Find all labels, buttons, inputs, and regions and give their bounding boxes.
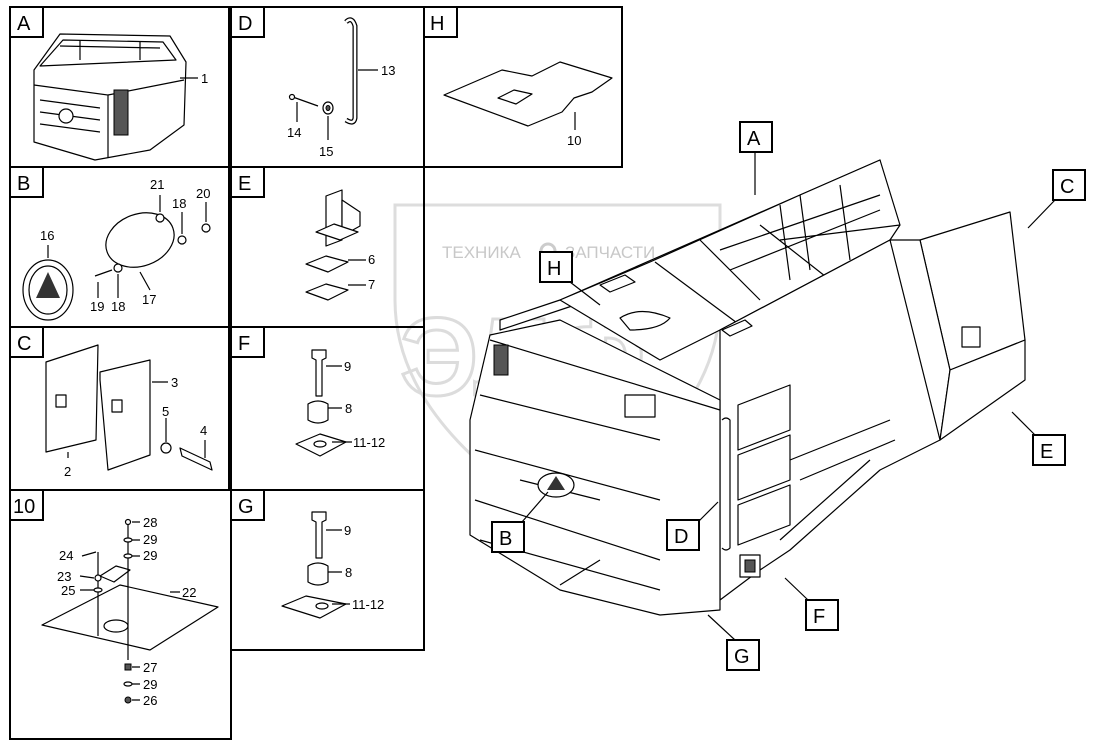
callout-29c: 29 <box>143 677 157 692</box>
panel-h: H 10 <box>423 6 613 148</box>
callout-1: 1 <box>201 71 208 86</box>
panel-10: 10 28 29 24 29 23 25 22 27 29 26 <box>9 489 219 708</box>
main-tag-g: G <box>734 646 750 668</box>
main-tag-a: A <box>747 128 761 150</box>
cab-main-view <box>469 159 1026 616</box>
callout-10: 10 <box>567 133 581 148</box>
callout-21: 21 <box>150 177 164 192</box>
panel-b: B 21 20 18 16 19 18 17 <box>9 166 211 321</box>
callout-22: 22 <box>182 585 196 600</box>
callout-27: 27 <box>143 660 157 675</box>
callout-4: 4 <box>200 423 207 438</box>
panel-a: A 1 <box>9 6 208 161</box>
main-tag-d: D <box>674 526 688 548</box>
main-tag-h: H <box>547 258 561 280</box>
callout-25: 25 <box>61 583 75 598</box>
panel-c: C 3 5 4 2 <box>9 326 213 479</box>
main-tag-b: B <box>499 528 512 550</box>
cover-plate <box>105 212 175 268</box>
panel-f-letter: F <box>238 333 250 355</box>
emblem-part <box>22 259 74 321</box>
callout-18a: 18 <box>172 196 186 211</box>
callout-13: 13 <box>381 63 395 78</box>
callout-8a: 8 <box>345 401 352 416</box>
panel-d: D 13 14 15 <box>230 6 395 159</box>
callout-26: 26 <box>143 693 157 708</box>
panel-h-letter: H <box>430 13 444 35</box>
callout-7: 7 <box>368 277 375 292</box>
cab-thumbnail <box>33 33 187 161</box>
callout-14: 14 <box>287 125 301 140</box>
callout-3: 3 <box>171 375 178 390</box>
panel-e-letter: E <box>238 173 251 195</box>
panel-g-letter: G <box>238 496 254 518</box>
callout-2: 2 <box>64 464 71 479</box>
watermark-right-text: ЗАПЧАСТИ <box>565 243 655 262</box>
panel-g: G 9 8 11-12 <box>230 489 384 619</box>
callout-29b: 29 <box>143 548 157 563</box>
panel-frames <box>9 6 623 740</box>
callout-11-12b: 11-12 <box>352 597 384 612</box>
main-tag-c: C <box>1060 176 1074 198</box>
panel-d-letter: D <box>238 13 252 35</box>
callout-9a: 9 <box>344 359 351 374</box>
callout-23: 23 <box>57 569 71 584</box>
callout-17: 17 <box>142 292 156 307</box>
callout-8b: 8 <box>345 565 352 580</box>
callout-18b: 18 <box>111 299 125 314</box>
panel-f: F 9 8 11-12 <box>230 326 385 457</box>
callout-11-12a: 11-12 <box>353 435 385 450</box>
callout-15: 15 <box>319 144 333 159</box>
callout-9b: 9 <box>344 523 351 538</box>
callout-5: 5 <box>162 404 169 419</box>
callout-19: 19 <box>90 299 104 314</box>
main-tag-f: F <box>813 606 825 628</box>
panel-c-letter: C <box>17 333 31 355</box>
main-tag-e: E <box>1040 441 1053 463</box>
main-view-tags: A C H E B D F G <box>491 121 1086 671</box>
panel-e: E 6 7 <box>230 166 375 301</box>
callout-28: 28 <box>143 515 157 530</box>
callout-29a: 29 <box>143 532 157 547</box>
panel-a-letter: A <box>17 13 31 35</box>
panel-10-letter: 10 <box>13 496 35 518</box>
callout-20: 20 <box>196 186 210 201</box>
callout-24: 24 <box>59 548 73 563</box>
callout-16: 16 <box>40 228 54 243</box>
panel-b-letter: B <box>17 173 30 195</box>
watermark-left-text: ТЕХНИКА <box>442 243 521 262</box>
callout-6: 6 <box>368 252 375 267</box>
